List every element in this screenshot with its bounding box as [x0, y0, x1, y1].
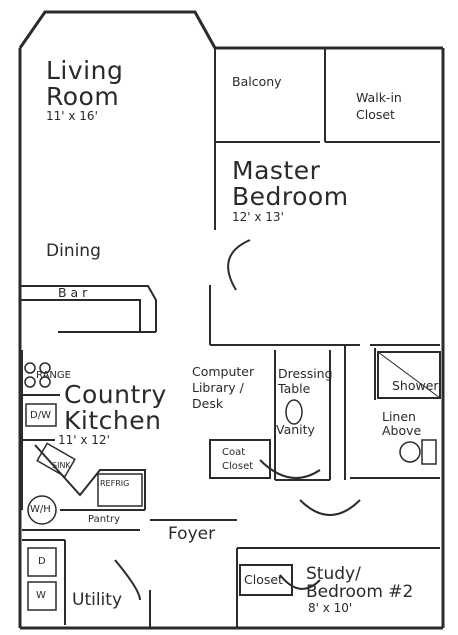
vanity-label: Vanity	[276, 422, 315, 437]
master-bedroom-label-2: Bedroom	[232, 182, 349, 211]
living-room-label: Living	[46, 56, 124, 85]
walkin-closet-label: Walk-in	[356, 90, 402, 105]
linen-above-label: Linen	[382, 409, 416, 424]
bar-label: B a r	[58, 285, 88, 300]
range-label: RANGE	[36, 370, 71, 381]
computer-desk-label-3: Desk	[192, 396, 224, 411]
dryer-label: D	[38, 556, 46, 567]
range-burners	[24, 362, 51, 388]
pantry-label: Pantry	[88, 514, 120, 525]
walkin-closet-label-2: Closet	[356, 107, 395, 122]
living-room-dims: 11' x 16'	[46, 109, 98, 123]
dryer-box	[27, 547, 57, 577]
utility-label: Utility	[72, 590, 123, 610]
dishwasher-label: D/W	[30, 410, 51, 421]
foyer-label: Foyer	[168, 524, 216, 544]
study-label-2: Bedroom #2	[306, 582, 414, 602]
master-bedroom-dims: 12' x 13'	[232, 210, 284, 224]
computer-desk-label: Computer	[192, 364, 255, 379]
kitchen-label-2: Kitchen	[64, 406, 162, 435]
kitchen-dims: 11' x 12'	[58, 433, 110, 447]
linen-above-label-2: Above	[382, 423, 422, 438]
dressing-table-label: Dressing	[278, 366, 333, 381]
sink-box	[36, 442, 76, 478]
study-label: Study/	[306, 564, 361, 584]
balcony-label: Balcony	[232, 74, 282, 89]
dishwasher-box	[25, 403, 57, 427]
dining-label: Dining	[46, 241, 101, 261]
coat-closet-label-2: Closet	[222, 461, 254, 472]
computer-desk-label-2: Library /	[192, 380, 244, 395]
water-heater-circle	[27, 495, 57, 525]
vanity-sink	[285, 399, 303, 425]
living-room-label-2: Room	[46, 82, 120, 111]
interior-walls	[20, 48, 441, 628]
refrigerator-box	[97, 473, 143, 507]
shower-label: Shower	[392, 378, 439, 393]
outer-walls	[18, 10, 445, 630]
study-dims: 8' x 10'	[308, 601, 353, 615]
shower-diagonal	[377, 351, 441, 399]
closet-label: Closet	[244, 572, 283, 587]
water-heater-label: W/H	[30, 504, 51, 515]
toilet-bowl	[399, 441, 421, 463]
coat-closet-label: Coat	[222, 447, 246, 458]
sink-label: SINK	[52, 461, 71, 470]
dressing-table-label-2: Table	[278, 381, 311, 396]
washer-box	[27, 581, 57, 611]
refrigerator-label: REFRIG	[100, 479, 130, 488]
toilet-tank	[421, 439, 437, 465]
washer-label: W	[36, 590, 46, 601]
kitchen-label: Country	[64, 380, 167, 409]
master-bedroom-label: Master	[232, 156, 321, 185]
